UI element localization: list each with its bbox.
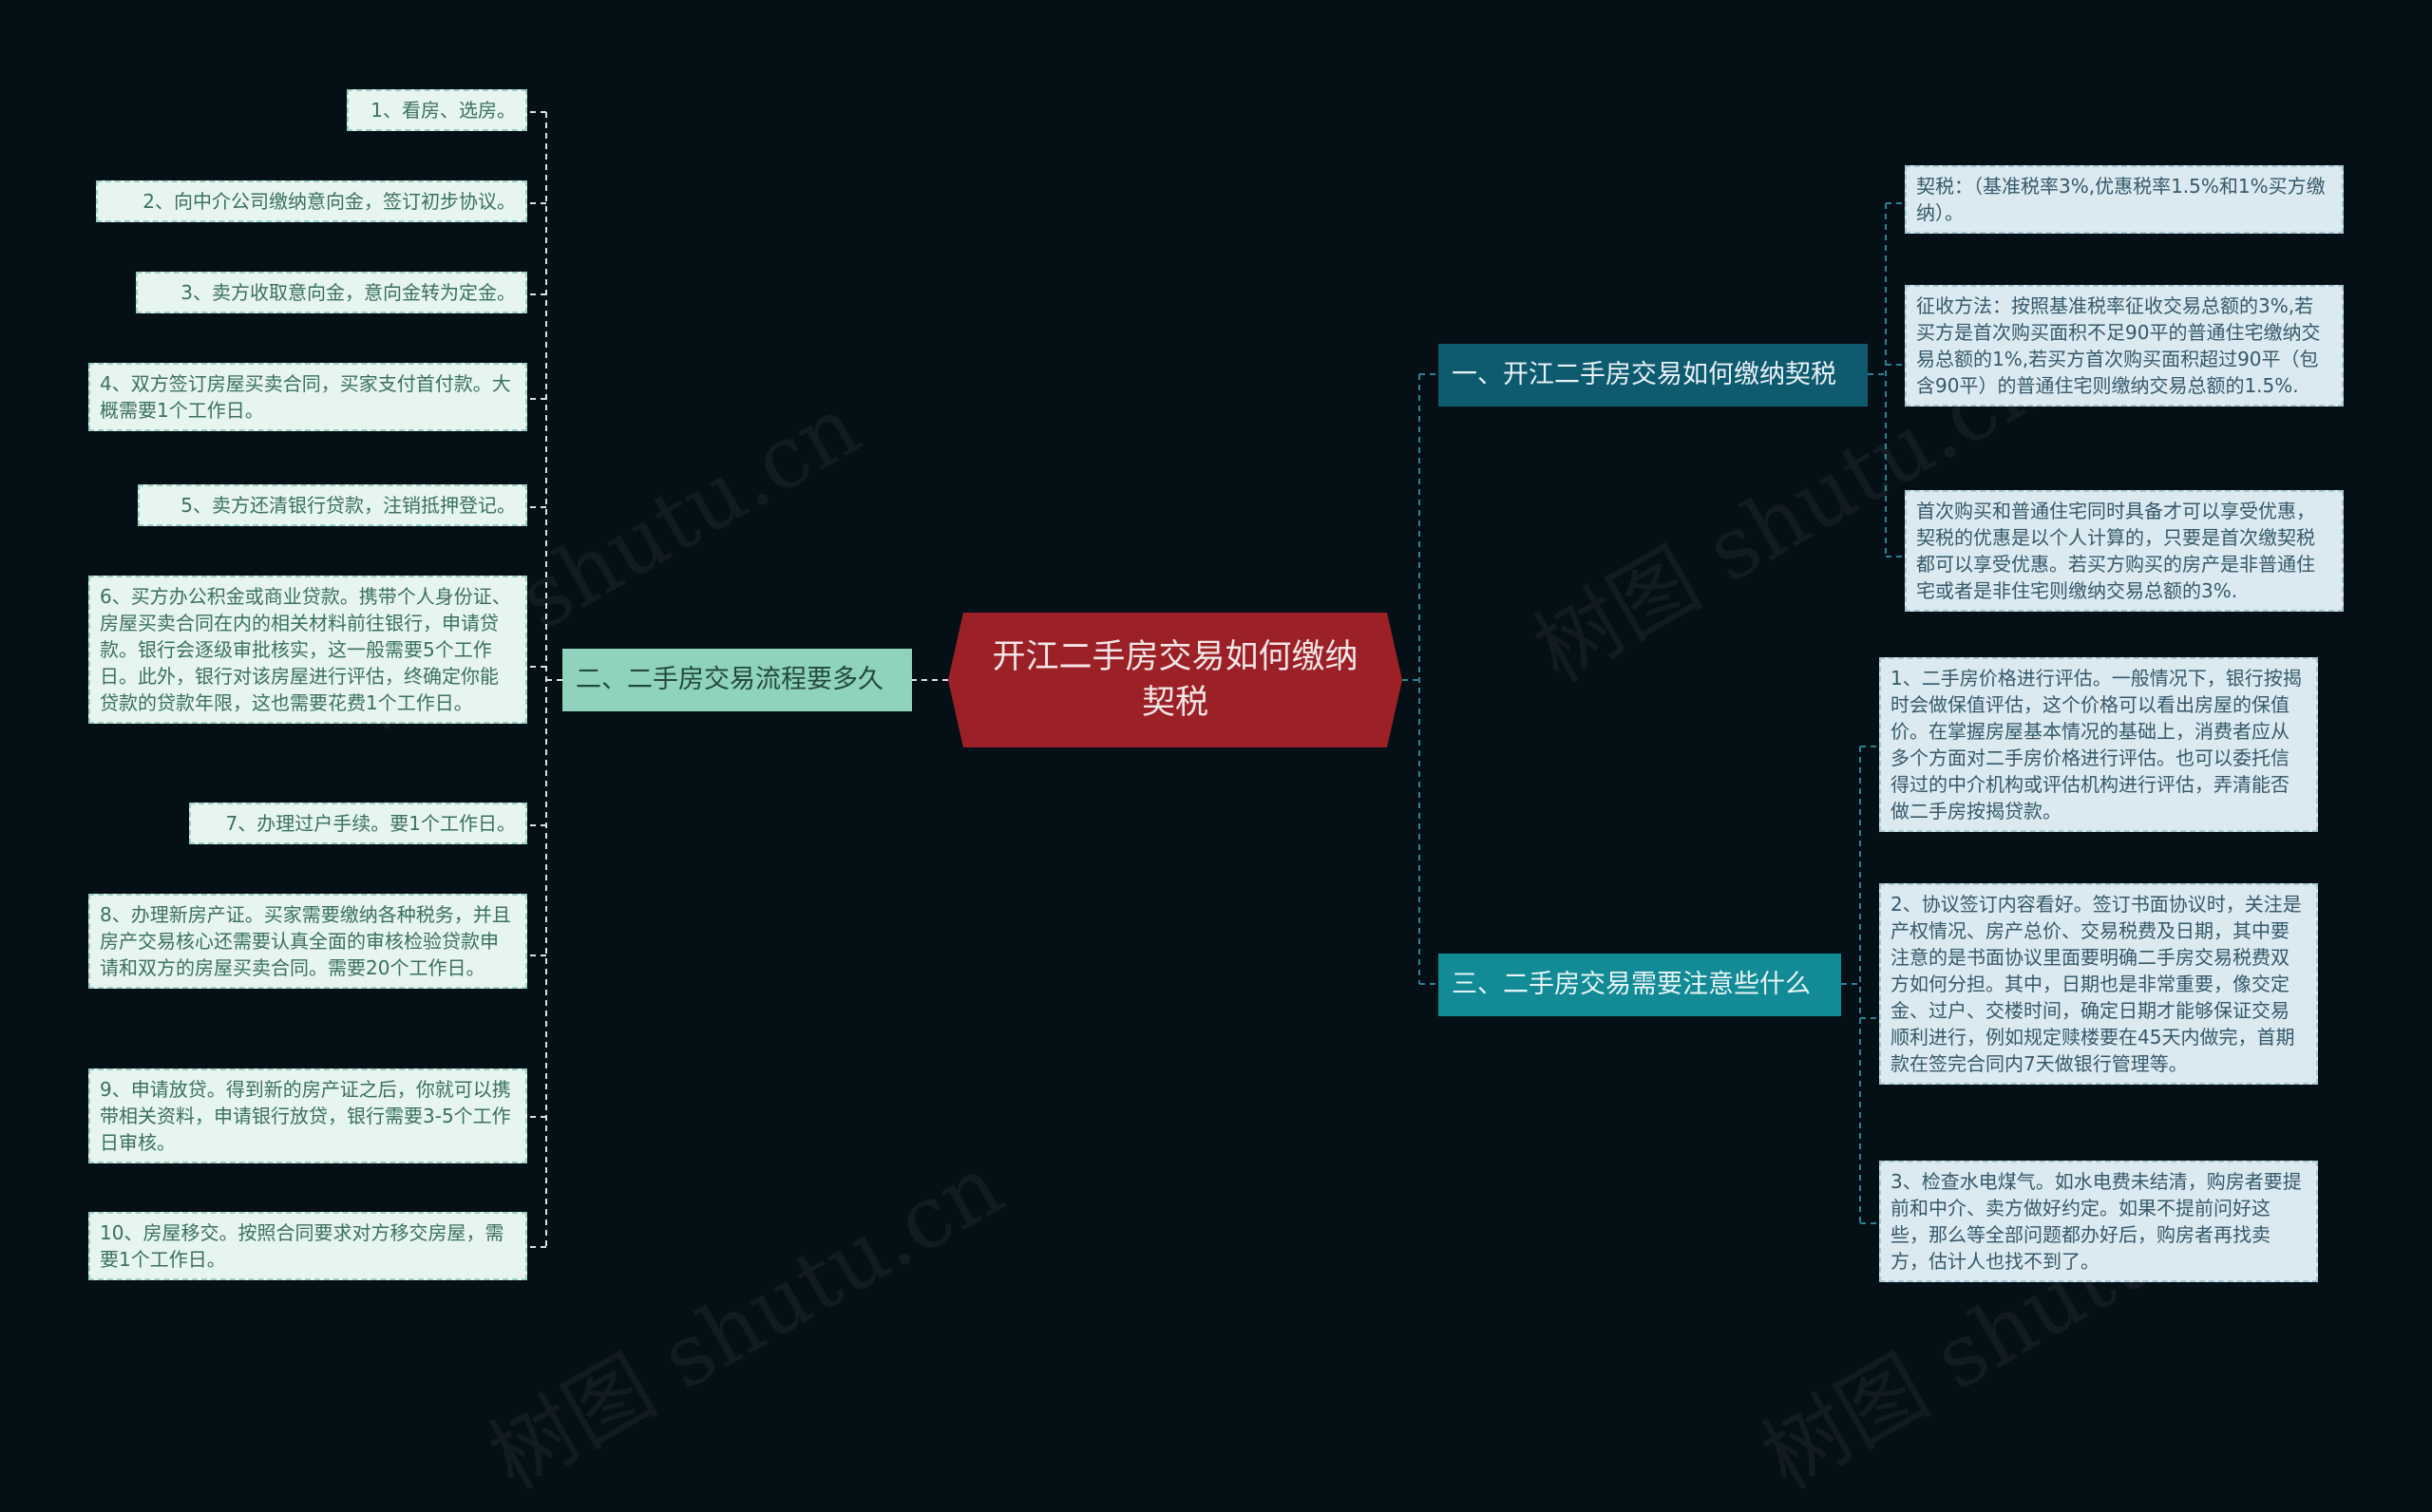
leaf-step-5[interactable]: 5、卖方还清银行贷款，注销抵押登记。 bbox=[138, 484, 527, 526]
leaf-text: 征收方法：按照基准税率征收交易总额的3%,若买方是首次购买面积不足90平的普通住… bbox=[1916, 294, 2321, 397]
branch-how-to-pay-deed-tax[interactable]: 一、开江二手房交易如何缴纳契税 bbox=[1438, 344, 1868, 406]
leaf-text: 9、申请放贷。得到新的房产证之后，你就可以携带相关资料，申请银行放贷，银行需要3… bbox=[100, 1078, 511, 1154]
branch-label: 二、二手房交易流程要多久 bbox=[576, 665, 884, 694]
leaf-text: 7、办理过户手续。要1个工作日。 bbox=[225, 812, 516, 835]
leaf-step-1[interactable]: 1、看房、选房。 bbox=[347, 89, 527, 131]
leaf-price-evaluation[interactable]: 1、二手房价格进行评估。一般情况下，银行按揭时会做保值评估，这个价格可以看出房屋… bbox=[1879, 657, 2318, 832]
leaf-text: 2、向中介公司缴纳意向金，签订初步协议。 bbox=[142, 190, 516, 213]
connector-lines bbox=[527, 111, 1905, 1248]
leaf-step-7[interactable]: 7、办理过户手续。要1个工作日。 bbox=[189, 803, 527, 844]
leaf-text: 2、协议签订内容看好。签订书面协议时，关注是产权情况、房产总价、交易税费及日期，… bbox=[1890, 893, 2302, 1075]
leaf-text: 8、办理新房产证。买家需要缴纳各种税务，并且房产交易核心还需要认真全面的审核检验… bbox=[100, 903, 511, 979]
leaf-text: 6、买方办公积金或商业贷款。携带个人身份证、房屋买卖合同在内的相关材料前往银行，… bbox=[100, 585, 511, 714]
branch-label: 一、开江二手房交易如何缴纳契税 bbox=[1452, 360, 1836, 389]
leaf-step-2[interactable]: 2、向中介公司缴纳意向金，签订初步协议。 bbox=[96, 180, 527, 222]
leaf-step-6[interactable]: 6、买方办公积金或商业贷款。携带个人身份证、房屋买卖合同在内的相关材料前往银行，… bbox=[88, 576, 527, 724]
leaf-collection-method[interactable]: 征收方法：按照基准税率征收交易总额的3%,若买方是首次购买面积不足90平的普通住… bbox=[1905, 285, 2344, 406]
leaf-text: 契税：（基准税率3%,优惠税率1.5%和1%买方缴纳）。 bbox=[1916, 175, 2326, 224]
leaf-step-4[interactable]: 4、双方签订房屋买卖合同，买家支付首付款。大概需要1个工作日。 bbox=[88, 363, 527, 431]
branch-label: 三、二手房交易需要注意些什么 bbox=[1452, 970, 1811, 999]
leaf-first-purchase-discount[interactable]: 首次购买和普通住宅同时具备才可以享受优惠，契税的优惠是以个人计算的，只要是首次缴… bbox=[1905, 490, 2344, 612]
leaf-text: 5、卖方还清银行贷款，注销抵押登记。 bbox=[180, 494, 516, 517]
leaf-text: 3、卖方收取意向金，意向金转为定金。 bbox=[180, 281, 516, 304]
leaf-step-8[interactable]: 8、办理新房产证。买家需要缴纳各种税务，并且房产交易核心还需要认真全面的审核检验… bbox=[88, 894, 527, 989]
leaf-text: 首次购买和普通住宅同时具备才可以享受优惠，契税的优惠是以个人计算的，只要是首次缴… bbox=[1916, 500, 2315, 602]
branch-precautions[interactable]: 三、二手房交易需要注意些什么 bbox=[1438, 954, 1841, 1016]
leaf-text: 10、房屋移交。按照合同要求对方移交房屋，需要1个工作日。 bbox=[100, 1221, 504, 1271]
branch-process-duration[interactable]: 二、二手房交易流程要多久 bbox=[562, 649, 912, 711]
mind-map: 树图 shutu.cn 树图 shutu.cn 树图 shutu.cn 树图 s… bbox=[88, 89, 2344, 1508]
leaf-check-utilities[interactable]: 3、检查水电煤气。如水电费未结清，购房者要提前和中介、卖方做好约定。如果不提前问… bbox=[1879, 1161, 2318, 1282]
leaf-step-10[interactable]: 10、房屋移交。按照合同要求对方移交房屋，需要1个工作日。 bbox=[88, 1212, 527, 1280]
root-topic-label: 开江二手房交易如何缴纳契税 bbox=[992, 638, 1358, 722]
leaf-step-3[interactable]: 3、卖方收取意向金，意向金转为定金。 bbox=[136, 272, 527, 313]
leaf-agreement-contents[interactable]: 2、协议签订内容看好。签订书面协议时，关注是产权情况、房产总价、交易税费及日期，… bbox=[1879, 883, 2318, 1085]
root-topic[interactable]: 开江二手房交易如何缴纳契税 bbox=[948, 613, 1402, 747]
leaf-text: 1、看房、选房。 bbox=[370, 99, 516, 122]
leaf-step-9[interactable]: 9、申请放贷。得到新的房产证之后，你就可以携带相关资料，申请银行放贷，银行需要3… bbox=[88, 1068, 527, 1163]
leaf-text: 3、检查水电煤气。如水电费未结清，购房者要提前和中介、卖方做好约定。如果不提前问… bbox=[1890, 1170, 2302, 1273]
leaf-text: 1、二手房价格进行评估。一般情况下，银行按揭时会做保值评估，这个价格可以看出房屋… bbox=[1890, 667, 2302, 822]
leaf-text: 4、双方签订房屋买卖合同，买家支付首付款。大概需要1个工作日。 bbox=[100, 372, 511, 422]
leaf-deed-tax-rate[interactable]: 契税：（基准税率3%,优惠税率1.5%和1%买方缴纳）。 bbox=[1905, 165, 2344, 234]
